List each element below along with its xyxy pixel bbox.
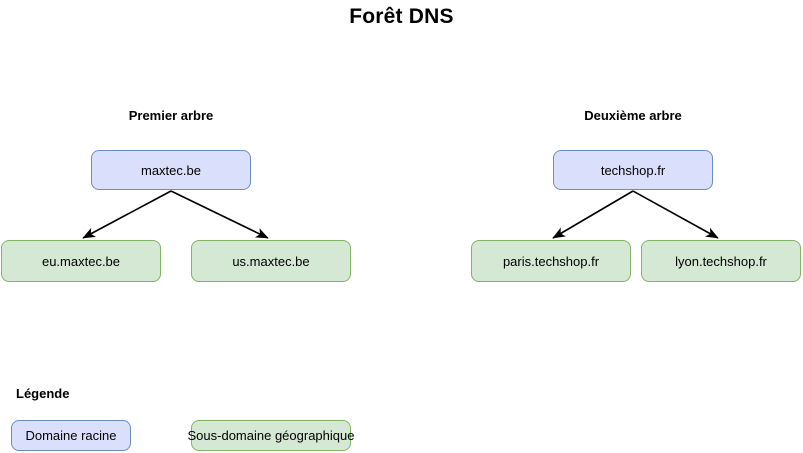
node-child-eu-maxtec-be[interactable]: eu.maxtec.be [1,240,161,282]
page-title: Forêt DNS [349,5,454,28]
legend-item-domaine-racine: Domaine racine [11,420,131,451]
edge-maxtec-to-us [170,190,269,239]
node-child-paris-techshop-fr[interactable]: paris.techshop.fr [471,240,631,282]
tree-title-premier-arbre: Premier arbre [128,108,214,123]
edge-techshop-to-paris [552,190,634,239]
node-root-maxtec-be[interactable]: maxtec.be [91,150,251,190]
node-root-techshop-fr[interactable]: techshop.fr [553,150,713,190]
node-child-us-maxtec-be[interactable]: us.maxtec.be [191,240,351,282]
tree-title-deuxieme-arbre: Deuxième arbre [584,108,682,123]
node-child-lyon-techshop-fr[interactable]: lyon.techshop.fr [641,240,801,282]
edge-maxtec-to-eu [82,190,172,239]
edge-techshop-to-lyon [632,190,719,239]
legend-item-sous-domaine-geographique: Sous-domaine géographique [188,420,354,451]
legend-title: Légende [16,386,70,401]
